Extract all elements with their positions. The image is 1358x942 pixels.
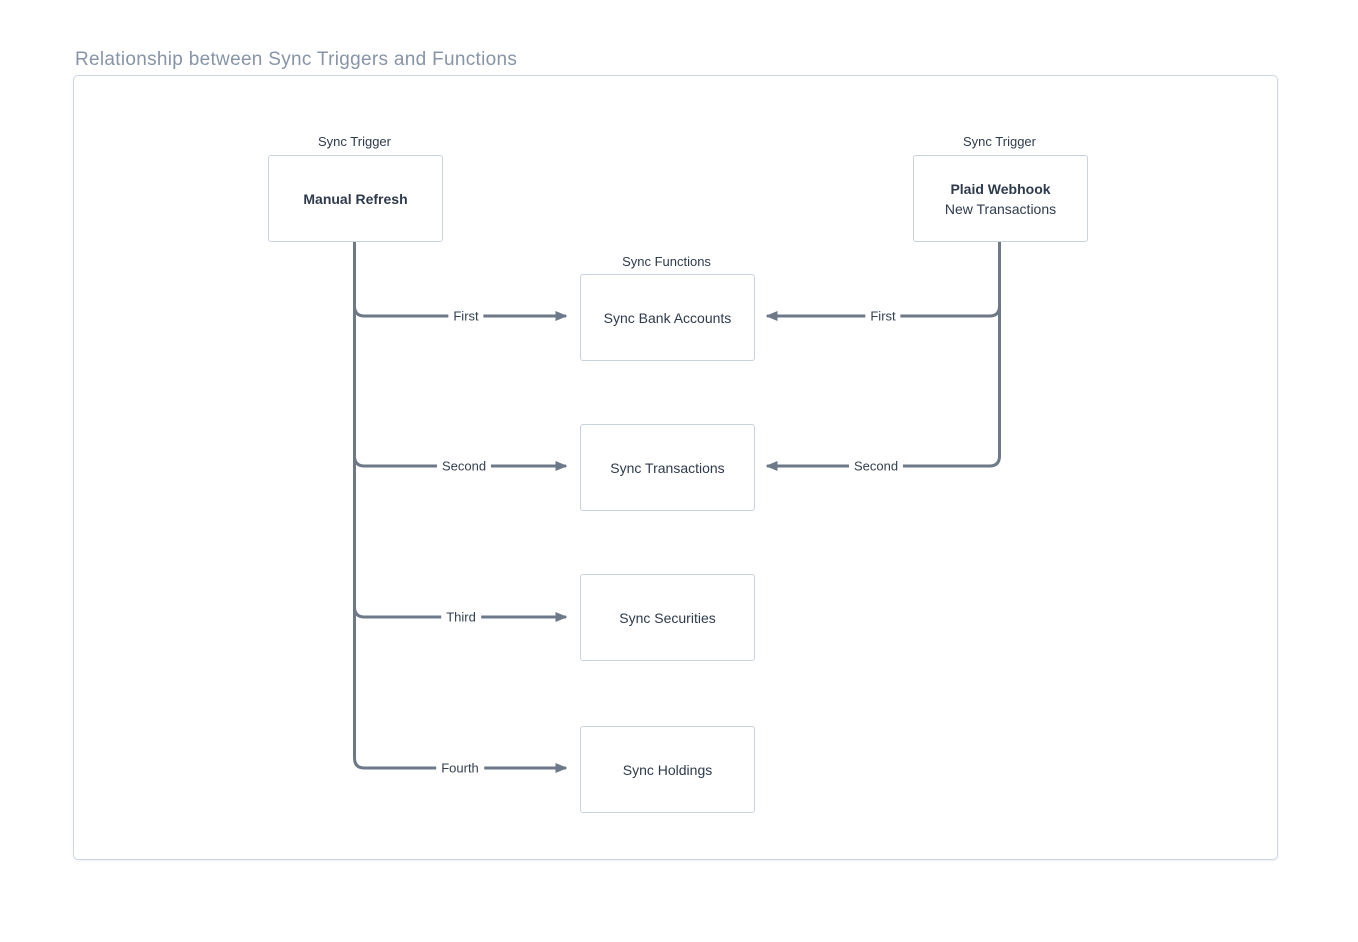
function-node-sync-holdings: Sync Holdings (580, 726, 755, 813)
diagram-title: Relationship between Sync Triggers and F… (75, 49, 518, 70)
diagram-panel: Sync Trigger Sync Trigger Sync Functions… (73, 75, 1278, 860)
edge-label-left-first: First (448, 308, 484, 324)
trigger-node-title: Plaid Webhook (950, 180, 1051, 197)
connector-line (765, 305, 1001, 321)
connector-line (765, 240, 1001, 471)
connector-line (353, 240, 568, 773)
edge-label-left-third: Third (441, 609, 481, 625)
function-node-sync-transactions: Sync Transactions (580, 424, 755, 511)
edge-label-right-second: Second (848, 458, 904, 474)
sync-functions-label: Sync Functions (622, 254, 711, 269)
connector-line (353, 305, 568, 321)
edge-label-left-second: Second (436, 458, 492, 474)
trigger-node-title: Manual Refresh (303, 190, 408, 207)
function-node-label: Sync Bank Accounts (603, 309, 732, 326)
function-node-label: Sync Securities (619, 609, 716, 626)
edge-label-right-first: First (865, 308, 901, 324)
function-node-sync-securities: Sync Securities (580, 574, 755, 661)
connector-svg (353, 240, 1001, 773)
sync-trigger-label-right: Sync Trigger (963, 134, 1036, 149)
sync-trigger-label-left: Sync Trigger (318, 134, 391, 149)
function-node-label: Sync Holdings (622, 761, 713, 778)
trigger-node-manual-refresh: Manual Refresh (268, 155, 443, 242)
trigger-node-plaid-webhook: Plaid Webhook New Transactions (913, 155, 1088, 242)
function-node-sync-bank-accounts: Sync Bank Accounts (580, 274, 755, 361)
connector-line (353, 606, 568, 622)
trigger-node-subtitle: New Transactions (944, 200, 1057, 217)
edge-label-left-fourth: Fourth (436, 760, 484, 776)
function-node-label: Sync Transactions (610, 459, 725, 476)
connector-line (353, 455, 568, 471)
